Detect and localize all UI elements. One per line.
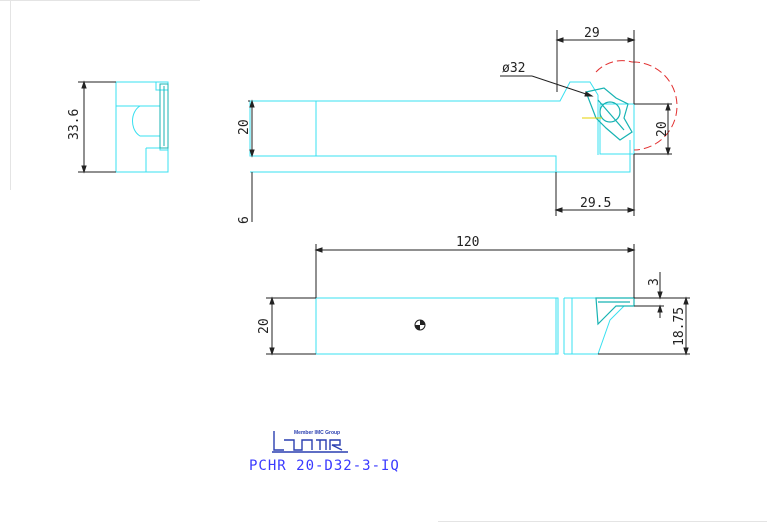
bottom-edge-line [438,521,767,522]
dim-top-29-5 [554,154,636,216]
dim-top-29 [555,30,636,104]
side-view-insert [159,83,169,149]
dim-front-3-label: 3 [647,278,662,286]
dim-diameter-leader [500,75,594,97]
dim-top-6-label: 6 [237,216,252,224]
dim-front-18-75 [598,296,690,356]
dim-top-shank [248,99,255,158]
part-code: PCHR 20-D32-3-IQ [249,458,400,474]
diameter-arc-left [595,60,633,73]
dim-top-shank-label: 20 [237,119,252,135]
dim-diameter-label: ø32 [502,61,525,76]
left-edge-line [10,0,11,190]
diameter-arc [631,61,678,151]
dim-top-29-5-label: 29.5 [580,196,611,211]
dim-top-29-label: 29 [584,26,600,41]
dim-top-right-20-label: 20 [655,121,670,137]
dim-top-right-20 [634,102,672,156]
front-view-insert [595,297,635,326]
logo-tagline: Member IMC Group [294,430,340,436]
dim-front-120-label: 120 [456,235,479,250]
center-of-gravity-symbol [414,319,426,331]
top-edge-line [0,0,200,1]
side-view [115,81,169,173]
dim-side-height [78,80,116,174]
dim-front-18-75-label: 18.75 [672,307,687,346]
dim-front-left-20 [266,296,316,356]
front-view [315,297,635,355]
dim-side-height-label: 33.6 [67,109,82,140]
top-view-insert [585,87,633,141]
top-view [249,81,635,173]
dim-front-120 [314,244,636,298]
dim-front-left-20-label: 20 [257,318,272,334]
iscar-logo: Member IMC Group [272,430,348,453]
